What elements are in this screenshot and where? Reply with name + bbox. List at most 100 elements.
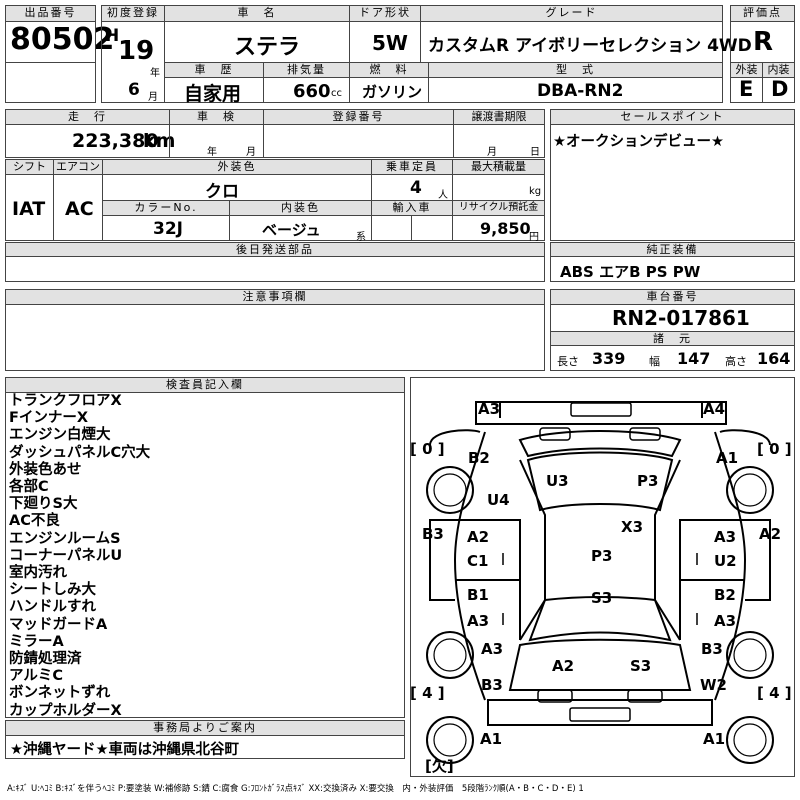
- mileage: 223,380: [72, 130, 159, 152]
- damage-mark: X3: [621, 518, 644, 536]
- damage-mark: S3: [591, 589, 613, 607]
- damage-mark: A3: [714, 612, 737, 630]
- interior-color-unit: 系: [356, 232, 366, 243]
- later-parts-box: [5, 256, 545, 282]
- damage-mark: A4: [703, 400, 726, 418]
- damage-mark: A2: [759, 525, 782, 543]
- tire-rear-left-label: [ 0 ]: [410, 440, 445, 458]
- inspector-note: ボンネットずれ: [9, 685, 111, 702]
- equipment-box: [550, 256, 795, 282]
- transfer-day-unit: 日: [530, 147, 540, 158]
- inspection-year-unit: 年: [207, 147, 217, 158]
- first-reg-era: H: [105, 26, 120, 46]
- damage-mark: A3: [714, 528, 737, 546]
- sales-point: ★オークションデビュー★: [553, 134, 724, 150]
- history-label: 車 歴: [164, 62, 264, 78]
- damage-mark: B2: [714, 586, 736, 604]
- damage-mark: B3: [422, 525, 444, 543]
- damage-mark: U3: [546, 472, 569, 490]
- rating-label: 評価点: [730, 5, 795, 22]
- shift: IAT: [12, 198, 46, 220]
- chassis-number: RN2-017861: [612, 306, 750, 330]
- tire-rear-right-label: [ 0 ]: [757, 440, 792, 458]
- damage-mark: A2: [467, 528, 490, 546]
- int-box: [762, 77, 795, 103]
- inspector-note: トランクフロアX: [9, 393, 122, 409]
- height: 164: [757, 349, 791, 368]
- interior-color: ベージュ: [262, 221, 321, 239]
- ac: AC: [65, 198, 94, 220]
- first-reg-month: 6: [128, 80, 140, 100]
- width: 147: [677, 349, 711, 368]
- inspector-box: [5, 392, 405, 718]
- capacity: 4: [410, 178, 422, 198]
- lot-blank-box: [5, 62, 96, 103]
- grade: カスタムR アイボリーセレクション 4WD: [428, 36, 752, 56]
- inspector-note: 防錆処理済: [9, 651, 82, 668]
- inspector-note: マッドガードA: [9, 616, 108, 633]
- caution-box: [5, 304, 545, 371]
- legend: A:ｷｽﾞ U:ﾍｺﾐ B:ｷｽﾞを伴うﾍｺﾐ P:要塗装 W:補修跡 S:錆 …: [7, 784, 584, 794]
- lot-number: 80502: [10, 22, 115, 57]
- model-box: [428, 77, 723, 103]
- damage-mark: B2: [468, 449, 490, 467]
- damage-mark: U2: [714, 552, 737, 570]
- inspector-note: 外装色あせ: [9, 461, 82, 478]
- damage-mark: A3: [478, 400, 501, 418]
- damage-mark: C1: [467, 552, 489, 570]
- damage-mark: B3: [481, 676, 503, 694]
- inspector-note: ハンドルすれ: [9, 599, 96, 616]
- inspector-note: ダッシュパネルC穴大: [9, 444, 151, 461]
- max-load-unit: kg: [529, 186, 542, 197]
- doors: 5W: [372, 31, 408, 55]
- damage-mark: A3: [467, 612, 490, 630]
- car-name: ステラ: [234, 35, 301, 60]
- dimensions-box: [550, 345, 795, 371]
- damage-mark: A1: [480, 730, 503, 748]
- tire-front-right-label: [ 4 ]: [757, 684, 792, 702]
- inspector-note: シートしみ大: [9, 582, 96, 599]
- rating: R: [753, 27, 774, 57]
- model: DBA-RN2: [537, 81, 624, 101]
- tire-front-left-label: [ 4 ]: [410, 684, 445, 702]
- color: クロ: [205, 182, 239, 202]
- sales-point-box: [550, 124, 795, 241]
- width-label: 幅: [649, 355, 660, 368]
- inspector-note: 下廻りS大: [9, 496, 78, 513]
- mileage-unit: km: [143, 130, 176, 152]
- inspector-note: アルミC: [9, 668, 63, 685]
- transfer-label: 譲渡書期限: [453, 109, 545, 125]
- first-reg-month-unit: 月: [148, 92, 158, 103]
- transfer-month-unit: 月: [487, 147, 497, 158]
- inspector-note: エンジン白煙大: [9, 427, 111, 444]
- recycle-box: [452, 215, 545, 241]
- inspector-note: エンジンルームS: [9, 530, 121, 547]
- damage-mark: B3: [701, 640, 723, 658]
- first-reg-year-unit: 年: [150, 68, 160, 79]
- fuel: ガソリン: [362, 83, 423, 101]
- equipment: ABS エアB PS PW: [560, 263, 701, 281]
- ext-rating: E: [739, 77, 754, 101]
- displacement: 660: [293, 81, 331, 102]
- inspector-note: コーナーパネルU: [9, 547, 123, 564]
- car-diagram-box: [410, 377, 795, 777]
- height-label: 高さ: [725, 355, 747, 368]
- capacity-unit: 人: [438, 190, 448, 201]
- length-label: 長さ: [557, 355, 579, 368]
- transfer-box: [453, 124, 545, 158]
- damage-mark: A3: [481, 640, 504, 658]
- inspector-note: AC不良: [9, 513, 60, 530]
- damage-mark: P3: [591, 547, 613, 565]
- damage-mark: W2: [700, 676, 727, 694]
- recycle: 9,850: [480, 219, 531, 238]
- inspector-note: FインナーX: [9, 410, 89, 427]
- inspector-note: 各部C: [9, 479, 49, 496]
- damage-mark: A2: [552, 657, 575, 675]
- damage-mark: A1: [703, 730, 726, 748]
- inspection-month-unit: 月: [246, 147, 256, 158]
- damage-mark: S3: [630, 657, 652, 675]
- displacement-unit: cc: [331, 88, 342, 99]
- damage-mark: B1: [467, 586, 489, 604]
